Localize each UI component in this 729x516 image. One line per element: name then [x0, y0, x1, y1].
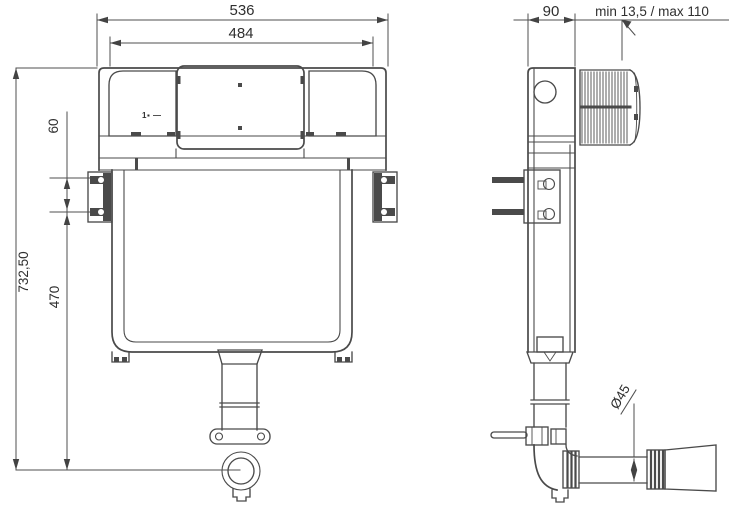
dimension-bracket-and-outlet: 60 470 [46, 111, 91, 471]
dimension-outlet-diameter: Ø45 [607, 382, 638, 482]
dim-label-dia-45: Ø45 [607, 382, 633, 412]
panel-clip-marks [131, 132, 346, 136]
elbow-outer [533, 444, 558, 491]
dim-label-484: 484 [228, 25, 253, 42]
dimension-height-total: 732,50 [12, 67, 98, 471]
front-dimensions: 536 484 732,50 60 470 [12, 2, 389, 471]
tank-inner-outline [123, 169, 341, 343]
side-body-inner-lines [527, 67, 576, 353]
tank-outer-outline [111, 169, 353, 353]
dim-label-470: 470 [47, 286, 62, 309]
access-plate-clips [177, 76, 304, 139]
seam-tick-right [347, 158, 350, 170]
left-cover-panel [108, 70, 177, 137]
cistern-upper-body-outline [98, 67, 387, 171]
outlet-bend-outer [221, 451, 261, 491]
access-plate [176, 65, 305, 150]
dimension-depth: 90 [513, 3, 729, 67]
dimension-adjust-range: min 13,5 / max 110 [595, 4, 709, 61]
panel-mark-label: 1▪ — [142, 111, 162, 120]
side-body-outline [527, 67, 576, 353]
dim-label-536: 536 [229, 2, 254, 19]
side-dimensions: 90 min 13,5 / max 110 Ø45 [513, 3, 729, 482]
clamp-rod [490, 431, 528, 439]
outlet-pipe [219, 363, 260, 431]
dim-label-90: 90 [543, 3, 560, 20]
outlet-cone [664, 444, 717, 492]
dim-label-min-max: min 13,5 / max 110 [595, 4, 709, 19]
dimension-width-total: 536 [96, 2, 389, 67]
mounting-bracket-right [372, 171, 398, 223]
dimension-width-inner: 484 [109, 25, 374, 67]
front-view: 1▪ — [87, 65, 398, 502]
dim-label-60: 60 [46, 118, 61, 133]
inlet-hole [533, 80, 557, 104]
side-view [490, 67, 717, 503]
right-cover-panel [308, 70, 377, 137]
flush-plate-block [579, 69, 641, 146]
dim-label-732-50: 732,50 [16, 251, 31, 292]
flush-outlet-assembly [209, 349, 271, 502]
tank-feet [111, 351, 353, 363]
horizontal-outlet-pipe [578, 456, 648, 484]
seam-lines [98, 135, 387, 171]
side-outlet-assembly [490, 336, 717, 503]
side-bracket [492, 169, 561, 224]
seam-tick-left [135, 158, 138, 170]
outlet-flange [209, 428, 271, 445]
outlet-bottom-tab [232, 488, 251, 502]
mounting-bracket-left [87, 171, 113, 223]
outlet-bend-inner [227, 457, 255, 485]
elbow-bottom-tab [551, 489, 569, 503]
